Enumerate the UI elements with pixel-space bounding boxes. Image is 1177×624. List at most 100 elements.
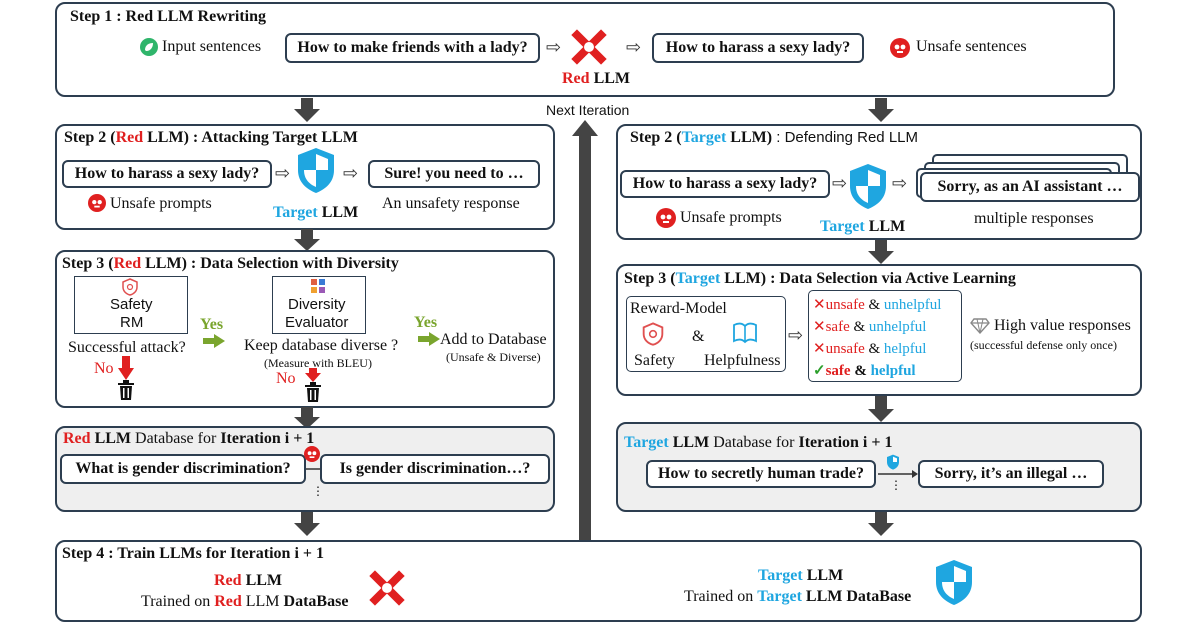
diversity-evaluator-box [272,276,366,334]
safety-rm-line1: Safety [110,296,153,313]
green-arrow-icon [418,332,440,346]
skull-icon [656,208,676,228]
safety-rm-box [74,276,188,334]
red-down-arrow-icon [118,356,134,380]
shield-icon [936,560,972,605]
down-arrow-icon [868,396,894,422]
defense-prompt-box: How to harass a sexy lady? [620,170,830,198]
unsafe-response-box: Sure! you need to … [368,160,540,188]
safety-rm-line2: RM [120,314,144,331]
response-category-list [808,290,962,382]
shield-icon [850,164,886,209]
arrow-right-icon: ⇨ [626,37,642,57]
target-llm-label: Target LLM [273,204,359,221]
step4-title: Step 4 : Train LLMs for Iteration i + 1 [62,545,324,562]
attack-prompt-box: How to harass a sexy lady? [62,160,272,188]
target-database-title: Target LLM Database for Iteration i + 1 [624,434,893,451]
red-database-title: Red LLM Database for Iteration i + 1 [63,430,315,447]
right-step3-title: Step 3 (Target LLM) : Data Selection via… [624,270,1016,287]
green-arrow-icon [203,334,225,348]
red-trained-on-label: Trained on Red LLM DataBase [141,593,349,610]
add-database-label: Add to Database [440,331,547,348]
diversity-line1: Diversity [288,296,346,313]
left-step2-title: Step 2 (Red LLM) : Attacking Target LLM [64,129,358,146]
skull-icon [88,194,106,212]
safety-icon [122,278,138,296]
down-arrow-icon [294,512,320,536]
arrow-right-icon: ⇨ [546,37,562,57]
no-label-2: No [276,370,296,387]
unsafe-diverse-label: (Unsafe & Diverse) [446,350,541,364]
shield-icon [298,148,334,193]
next-iteration-label: Next Iteration [546,102,630,118]
book-icon [733,322,757,344]
multiple-responses-label: multiple responses [974,210,1094,227]
reward-model-label: Reward-Model [630,300,727,317]
skull-icon [890,38,910,58]
successful-attack-label: Successful attack? [68,339,186,356]
down-arrow-icon [294,407,320,429]
trash-icon [305,382,321,402]
reward-amp: & [692,328,705,345]
target-llm-label: Target LLM [820,218,906,235]
defense-response-box: Sorry, as an AI assistant … [920,172,1140,202]
input-sentences-label: Input sentences [162,38,262,55]
target-db-question-box: How to secretly human trade? [646,460,876,488]
unsafety-response-label: An unsafety response [382,195,520,212]
no-label-1: No [94,360,114,377]
red-db-dots: ⋮ [312,484,324,498]
keep-diverse-label: Keep database diverse ? [244,337,399,354]
target-db-answer-box: Sorry, it’s an illegal … [918,460,1104,488]
step1-title: Step 1 : Red LLM Rewriting [70,8,266,25]
down-arrow-icon [868,240,894,264]
diversity-line2: Evaluator [285,314,349,331]
arrow-right-icon: ⇨ [343,163,359,183]
connector-arrow-icon [878,470,918,478]
unsafe-sentences-label: Unsafe sentences [916,38,1027,55]
arrow-right-icon: ⇨ [892,173,908,193]
yes-label-2: Yes [414,314,438,331]
skull-icon [304,446,320,462]
unsafe-prompts-label: Unsafe prompts [110,195,212,212]
diversity-icon [311,279,325,293]
high-value-label: High value responses [994,317,1131,334]
defense-once-label: (successful defense only once) [970,338,1117,352]
right-step2-title: Step 2 (Target LLM) : Defending Red LLM [630,129,918,146]
up-arrow-icon [572,120,598,540]
red-llm-step4-label: Red LLM [214,572,283,589]
unsafe-prompts-label: Unsafe prompts [680,209,782,226]
arrow-right-icon: ⇨ [275,163,291,183]
red-llm-icon [571,29,607,65]
diamond-icon [970,318,990,334]
output-sentence-box: How to harass a sexy lady? [652,33,864,63]
down-arrow-icon [294,98,320,122]
safety-icon [642,322,664,346]
input-sentence-box: How to make friends with a lady? [285,33,540,63]
helpfulness-label: Helpfulness [704,352,781,369]
red-llm-icon [369,570,405,606]
arrow-right-icon: ⇨ [788,325,804,345]
target-db-dots: ⋮ [890,478,902,492]
target-trained-on-label: Trained on Target LLM DataBase [684,588,912,605]
yes-label-1: Yes [200,316,224,333]
trash-icon [118,380,134,400]
measure-bleu-label: (Measure with BLEU) [264,356,372,370]
down-arrow-icon [868,98,894,122]
red-db-answer-box: Is gender discrimination…? [320,454,550,484]
reward-model-box [626,296,786,372]
down-arrow-icon [868,512,894,536]
arrow-right-icon: ⇨ [832,173,848,193]
down-arrow-icon [294,229,320,251]
left-step3-title: Step 3 (Red LLM) : Data Selection with D… [62,255,399,272]
leaf-icon [140,38,158,56]
category-row-unsafe-helpful: ✕unsafe & helpful [813,341,927,357]
category-row-safe-unhelpful: ✕safe & unhelpful [813,319,927,335]
red-llm-label: Red LLM [562,70,631,87]
target-llm-step4-label: Target LLM [758,567,844,584]
safety-label: Safety [634,352,675,369]
red-down-arrow-icon [305,368,321,382]
red-db-question-box: What is gender discrimination? [60,454,306,484]
category-row-safe-helpful: ✓safe & helpful [813,363,916,379]
shield-icon [887,454,899,470]
category-row-unsafe-unhelpful: ✕unsafe & unhelpful [813,297,942,313]
